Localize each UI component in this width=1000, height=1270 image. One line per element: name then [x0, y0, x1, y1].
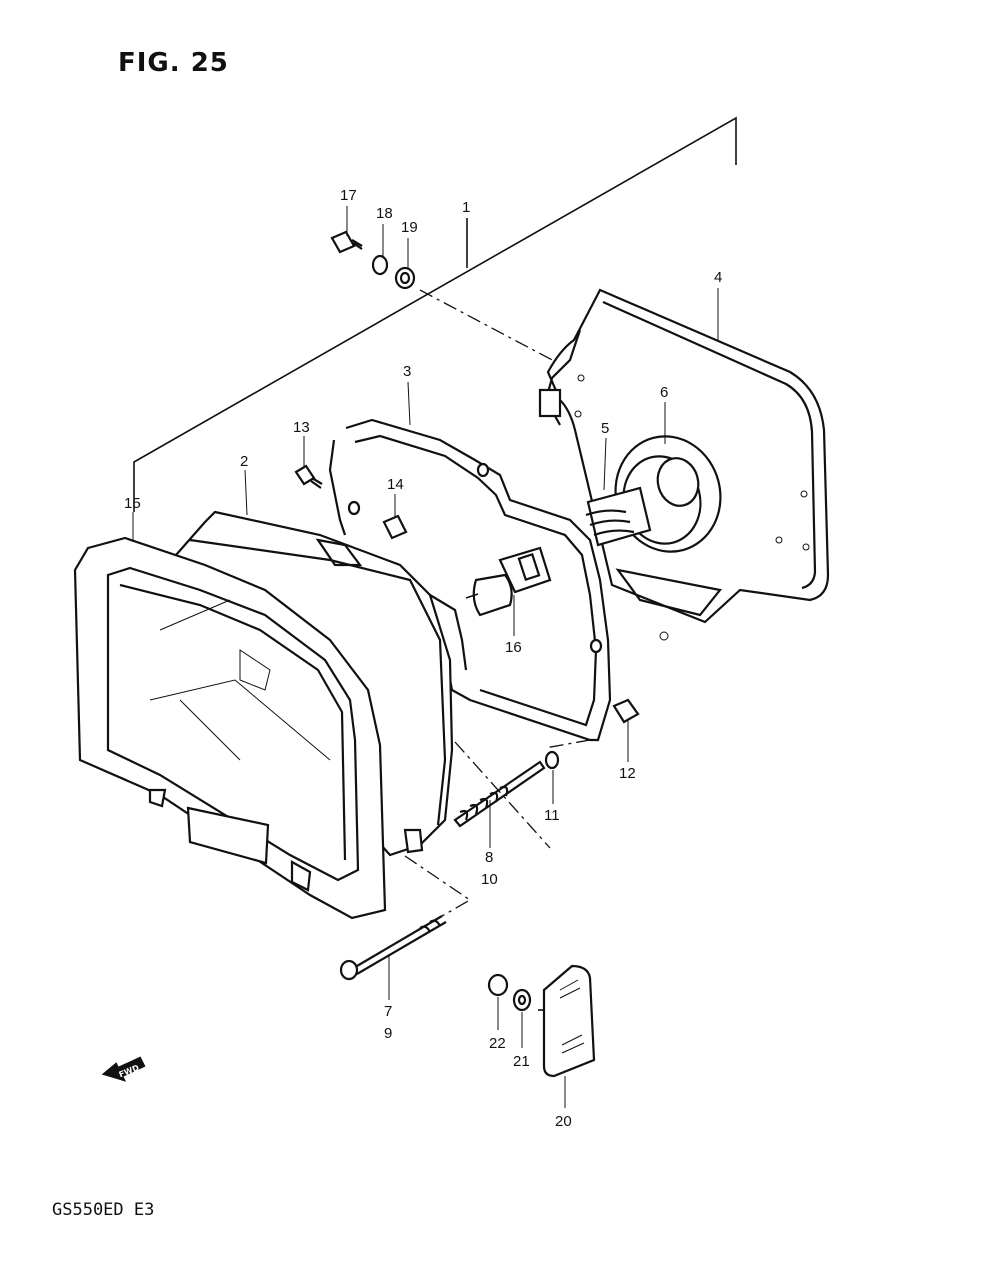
callout-14: 14	[387, 476, 404, 493]
mounting-rim	[328, 418, 612, 742]
side-reflector	[538, 964, 596, 1078]
fwd-arrow-icon: FWD	[101, 1056, 146, 1082]
headlight-front-rim	[73, 536, 387, 920]
leader-lines	[132, 206, 719, 1108]
callout-6: 6	[660, 384, 668, 401]
figure-title: FIG. 25	[118, 48, 229, 78]
mounting-bolt	[339, 915, 447, 981]
callout-15: 15	[124, 495, 141, 512]
callout-9: 9	[384, 1025, 392, 1042]
callout-12: 12	[619, 765, 636, 782]
callout-labels: 17 18 19 1 4 6 5 3 13 14 2 15 16 12 11 8…	[124, 187, 722, 1130]
callout-5: 5	[601, 420, 609, 437]
callout-4: 4	[714, 269, 722, 286]
callout-1: 1	[462, 199, 470, 216]
adjusting-screw	[453, 760, 546, 828]
callout-22: 22	[489, 1035, 506, 1052]
callout-8: 8	[485, 849, 493, 866]
callout-19: 19	[401, 219, 418, 236]
headlight-bulb	[465, 546, 552, 617]
callout-16: 16	[505, 639, 522, 656]
callout-7: 7	[384, 1003, 392, 1020]
callout-3: 3	[403, 363, 411, 380]
callout-17: 17	[340, 187, 357, 204]
small-hardware	[294, 230, 640, 1012]
callout-13: 13	[293, 419, 310, 436]
callout-10: 10	[481, 871, 498, 888]
callout-11: 11	[544, 807, 560, 824]
callout-2: 2	[240, 453, 248, 470]
alignment-lines	[404, 289, 591, 917]
bulb-socket	[585, 486, 652, 547]
model-code: GS550ED E3	[52, 1200, 155, 1220]
assembly-bracket-1	[133, 116, 737, 512]
callout-21: 21	[513, 1053, 530, 1070]
callout-20: 20	[555, 1113, 572, 1130]
callout-18: 18	[376, 205, 393, 222]
